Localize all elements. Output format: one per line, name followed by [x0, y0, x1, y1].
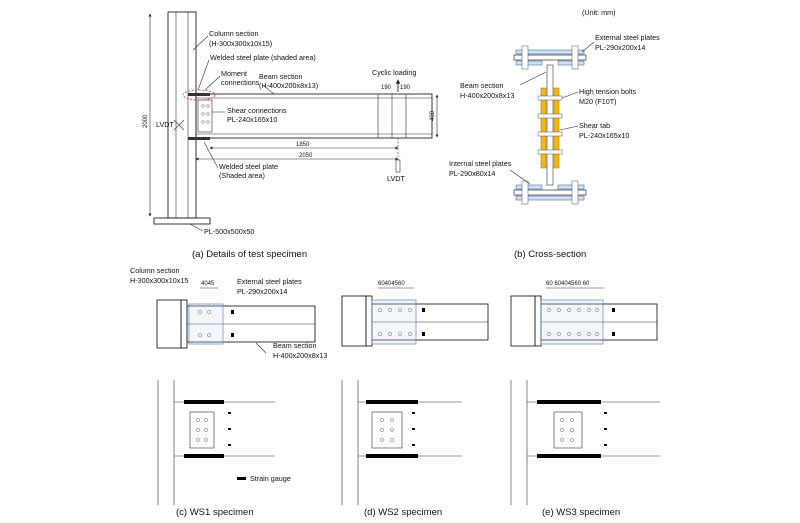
unit-note: (Unit: mm)	[582, 8, 616, 17]
panel-a-test-specimen: 2000 Cyclic loading 190 190 400 1850 205…	[143, 11, 439, 260]
svg-text:PL-290x80x14: PL-290x80x14	[449, 169, 495, 178]
shear-tab-left	[540, 87, 547, 169]
tab-bolts	[537, 95, 563, 155]
svg-text:(H-300x300x10x15): (H-300x300x10x15)	[209, 39, 272, 48]
panel-d-caption: (d) WS2 specimen	[364, 507, 442, 518]
svg-text:H-400x200x8x13: H-400x200x8x13	[273, 351, 327, 360]
svg-text:2050: 2050	[299, 153, 313, 159]
shear-tab-right	[553, 87, 560, 169]
svg-text:High tension bolts: High tension bolts	[579, 87, 637, 96]
cyclic-loading-label: Cyclic loading	[372, 68, 416, 77]
column	[167, 11, 197, 219]
svg-text:PL-290x200x14: PL-290x200x14	[237, 287, 287, 296]
panel-d-ws2: 60404560 (d) WS2 specimen	[341, 281, 489, 518]
svg-text:PL-290x200x14: PL-290x200x14	[595, 43, 645, 52]
beam	[195, 93, 433, 139]
svg-text:PL-500x500x50: PL-500x500x50	[204, 227, 254, 236]
svg-text:Beam section: Beam section	[273, 341, 317, 350]
lvdt-bottom-label: LVDT	[387, 174, 405, 183]
svg-text:190: 190	[381, 85, 392, 91]
svg-text:190: 190	[400, 85, 411, 91]
svg-text:Internal steel plates: Internal steel plates	[449, 159, 512, 168]
svg-text:400: 400	[430, 110, 436, 121]
panel-a-caption: (a) Details of test specimen	[192, 249, 307, 260]
shear-connection	[197, 99, 213, 133]
panel-b-caption: (b) Cross-section	[514, 249, 586, 260]
svg-text:(H-400x200x8x13): (H-400x200x8x13)	[259, 81, 318, 90]
moment-connection-marker	[182, 89, 216, 101]
svg-text:PL-240x165x10: PL-240x165x10	[227, 115, 277, 124]
svg-text:Column section: Column section	[209, 29, 259, 38]
svg-text:Shear connections: Shear connections	[227, 106, 287, 115]
svg-text:(Shaded area): (Shaded area)	[219, 171, 265, 180]
svg-text:PL-240x165x10: PL-240x165x10	[579, 131, 629, 140]
panel-e-ws3: 60 60404560 60 (e) WS3 specimen	[510, 281, 660, 518]
svg-text:1850: 1850	[296, 142, 310, 148]
panel-c-ws1: 4045 Column section H-300x300x10x15 Exte…	[130, 266, 327, 518]
lvdt-left-label: LVDT	[156, 120, 174, 129]
external-plate-top	[515, 49, 585, 55]
svg-text:H-300x300x10x15: H-300x300x10x15	[130, 276, 188, 285]
svg-text:Column section: Column section	[130, 266, 180, 275]
svg-text:Moment: Moment	[221, 69, 247, 78]
svg-text:Shear tab: Shear tab	[579, 121, 610, 130]
svg-text:External steel plates: External steel plates	[237, 277, 302, 286]
panel-e-caption: (e) WS3 specimen	[542, 507, 620, 518]
svg-text:External steel plates: External steel plates	[595, 33, 660, 42]
svg-text:M20 (F10T): M20 (F10T)	[579, 97, 617, 106]
svg-text:H-400x200x8x13: H-400x200x8x13	[460, 91, 514, 100]
panel-b-cross-section: External steel plates PL-290x200x14 Beam…	[449, 33, 660, 260]
svg-text:connections: connections	[221, 78, 260, 87]
svg-text:Welded steel plate: Welded steel plate	[219, 162, 278, 171]
panel-c-caption: (c) WS1 specimen	[176, 507, 254, 518]
external-plate-bottom	[515, 195, 585, 201]
svg-text:60404560: 60404560	[378, 281, 405, 287]
strain-gauge-legend: Strain gauge	[250, 474, 291, 483]
svg-text:Beam section: Beam section	[460, 81, 504, 90]
strain-gauge-legend-swatch	[237, 477, 246, 480]
dim-2000: 2000	[143, 114, 149, 128]
svg-text:Beam section: Beam section	[259, 72, 303, 81]
svg-text:Welded steel plate (shaded are: Welded steel plate (shaded area)	[210, 53, 316, 62]
base-plate	[153, 217, 211, 225]
svg-text:4045: 4045	[201, 281, 215, 287]
svg-text:60 60404560 60: 60 60404560 60	[546, 281, 590, 287]
